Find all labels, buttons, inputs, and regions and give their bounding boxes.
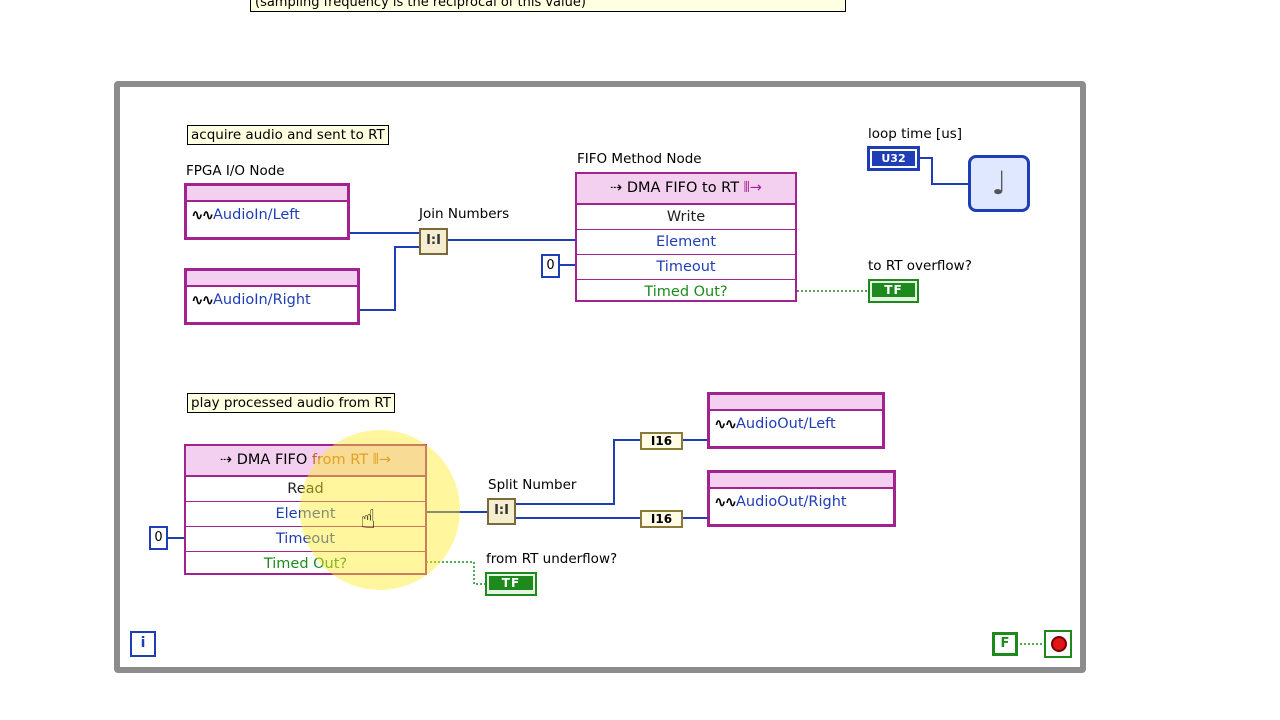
dma-arrow-icon: ⇢ [610, 180, 627, 196]
fifo-read-row: Read [186, 476, 425, 501]
join-numbers-label: Join Numbers [419, 206, 510, 222]
overflow-label: to RT overflow? [868, 258, 972, 274]
hand-cursor-icon: ☝ [360, 505, 376, 535]
fifo-timedout-row[interactable]: Timed Out? [577, 279, 795, 304]
waveform-icon: ∿∿ [191, 206, 214, 224]
fifo-from-rt-title: DMA FIFO [236, 452, 312, 468]
fifo-write-row: Write [577, 204, 795, 229]
audioin-left-node[interactable]: ∿∿AudioIn/Left [184, 183, 350, 240]
audioin-left-label: AudioIn/Left [213, 207, 300, 223]
cursor-highlight [300, 430, 460, 590]
iteration-terminal[interactable]: i [130, 631, 156, 657]
audioout-right-label: AudioOut/Right [736, 494, 847, 510]
split-number-label: Split Number [488, 477, 577, 493]
audioout-left-label: AudioOut/Left [736, 416, 836, 432]
timeout-constant[interactable]: 0 [541, 254, 560, 278]
sampling-comment: (sampling frequency is the reciprocal of… [250, 0, 846, 12]
fifo-element-row[interactable]: Element [577, 229, 795, 254]
underflow-label: from RT underflow? [486, 551, 618, 567]
split-number-function[interactable]: I:I [487, 498, 516, 525]
loop-time-label: loop time [us] [868, 126, 963, 142]
false-constant[interactable]: F [992, 632, 1018, 656]
wire-split-to-i16-top [516, 439, 640, 505]
waveform-icon: ∿∿ [191, 291, 214, 309]
fifo-icon: ⫴→ [368, 452, 392, 468]
audioin-right-node[interactable]: ∿∿AudioIn/Right [184, 268, 360, 325]
waveform-icon: ∿∿ [714, 493, 737, 511]
loop-time-control[interactable]: U32 [867, 146, 920, 171]
metronome-icon[interactable]: ♩ [968, 155, 1030, 212]
fifo-element-row[interactable]: Element [186, 501, 425, 526]
play-comment: play processed audio from RT [187, 393, 395, 413]
fpga-io-label: FPGA I/O Node [186, 163, 285, 179]
audioout-left-node[interactable]: ∿∿AudioOut/Left [707, 392, 885, 449]
i16-convert-left[interactable]: I16 [640, 432, 683, 450]
fifo-icon: ⫴→ [739, 180, 762, 196]
timeout-constant-2[interactable]: 0 [149, 526, 168, 550]
wire-underflow [426, 561, 486, 585]
overflow-indicator[interactable]: TF [868, 279, 919, 303]
wire-right-to-join [360, 246, 419, 311]
fifo-method-label: FIFO Method Node [577, 151, 702, 167]
underflow-indicator[interactable]: TF [485, 572, 537, 596]
acquire-comment: acquire audio and sent to RT [187, 125, 389, 145]
fifo-to-rt-node[interactable]: ⇢ DMA FIFO to RT ⫴→ Write Element Timeou… [575, 172, 797, 302]
audioout-right-node[interactable]: ∿∿AudioOut/Right [707, 470, 896, 527]
waveform-icon: ∿∿ [714, 415, 737, 433]
i16-convert-right[interactable]: I16 [640, 510, 683, 528]
stop-icon[interactable] [1044, 630, 1072, 658]
fifo-timedout-row[interactable]: Timed Out? [186, 551, 425, 576]
fifo-from-rt-title-b: from RT [311, 452, 369, 468]
join-numbers-function[interactable]: I:I [419, 228, 448, 255]
wire-loop-time [920, 157, 968, 185]
audioin-right-label: AudioIn/Right [213, 292, 311, 308]
fifo-timeout-row[interactable]: Timeout [186, 526, 425, 551]
dma-arrow-icon: ⇢ [219, 452, 237, 468]
fifo-to-rt-title: DMA FIFO to RT [626, 180, 740, 196]
fifo-timeout-row[interactable]: Timeout [577, 254, 795, 279]
fifo-from-rt-node[interactable]: ⇢ DMA FIFO from RT ⫴→ Read Element Timeo… [184, 444, 427, 575]
